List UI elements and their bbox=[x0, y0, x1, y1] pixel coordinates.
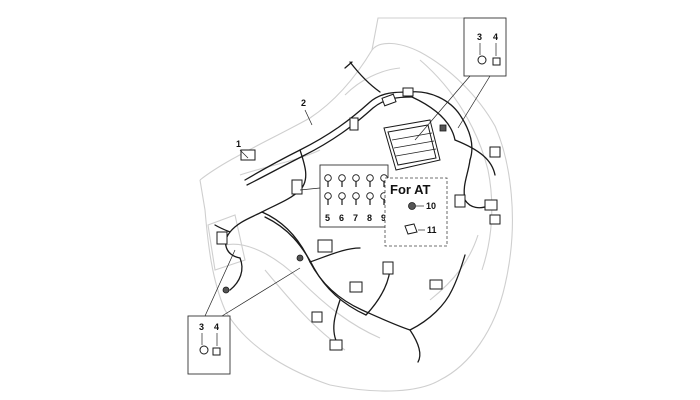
terminal-ring-icon bbox=[366, 192, 374, 200]
callout-1-label: 1 bbox=[236, 139, 241, 149]
terminal-label-9: 9 bbox=[381, 213, 386, 223]
terminal-label-6: 6 bbox=[339, 213, 344, 223]
terminal-set-box: 5 6 7 8 9 bbox=[299, 164, 389, 228]
box-top-label-3: 3 bbox=[477, 32, 482, 42]
terminal-ring-icon bbox=[324, 192, 332, 200]
box-bottom-label-4: 4 bbox=[214, 322, 219, 332]
for-at-title: For AT bbox=[390, 182, 430, 197]
bracket-icon bbox=[404, 223, 418, 235]
callout-box-bottom: 3 4 bbox=[187, 249, 301, 375]
connectors bbox=[216, 87, 501, 351]
grommet-icon bbox=[477, 55, 487, 65]
for-at-label-11: 11 bbox=[427, 225, 437, 235]
terminal-ring-icon bbox=[338, 192, 346, 200]
vehicle-body-outline bbox=[199, 17, 513, 392]
terminal-ring-icon bbox=[352, 192, 360, 200]
terminal-ring-icon bbox=[366, 174, 374, 182]
box-bottom-label-3: 3 bbox=[199, 322, 204, 332]
clip-icon bbox=[212, 347, 221, 356]
clip-icon bbox=[492, 57, 501, 66]
for-at-label-10: 10 bbox=[426, 201, 436, 211]
grommet-icon bbox=[199, 345, 209, 355]
terminal-ring-icon bbox=[352, 174, 360, 182]
terminal-label-8: 8 bbox=[367, 213, 372, 223]
for-at-box: For AT 10 11 bbox=[384, 177, 448, 247]
callout-1: 1 bbox=[236, 139, 249, 159]
nut-icon bbox=[408, 202, 416, 210]
terminal-ring-icon bbox=[338, 174, 346, 182]
box-top-label-4: 4 bbox=[493, 32, 498, 42]
callout-2-label: 2 bbox=[301, 98, 306, 108]
fuse-box bbox=[383, 119, 447, 171]
callout-box-top: 3 4 bbox=[414, 17, 507, 141]
terminal-label-5: 5 bbox=[325, 213, 330, 223]
terminal-ring-icon bbox=[324, 174, 332, 182]
callout-2: 2 bbox=[301, 98, 313, 126]
terminal-label-7: 7 bbox=[353, 213, 358, 223]
